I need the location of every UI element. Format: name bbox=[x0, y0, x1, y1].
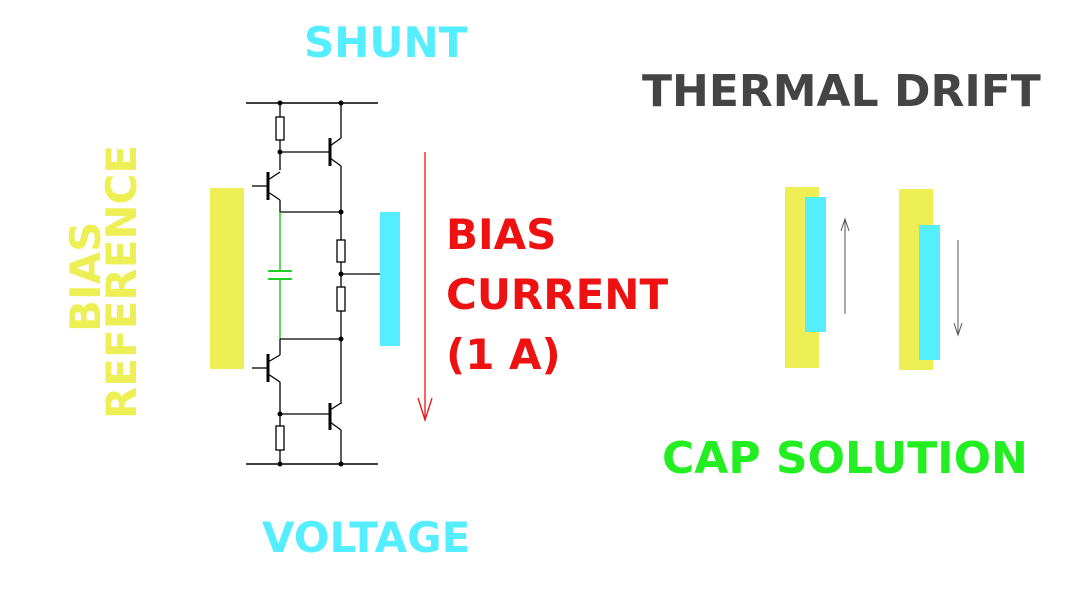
resistor bbox=[275, 116, 285, 141]
cap-solution-label: CAP SOLUTION bbox=[662, 433, 1028, 484]
shunt-label: SHUNT bbox=[304, 18, 468, 67]
bias-current-label: BIAS CURRENT (1 A) bbox=[446, 205, 668, 385]
bias-current-line3: (1 A) bbox=[446, 330, 561, 380]
bias-reference-bar bbox=[210, 188, 244, 369]
bias-current-line1: BIAS bbox=[446, 210, 557, 259]
resistor bbox=[336, 239, 346, 263]
resistor bbox=[275, 425, 285, 451]
bias-reference-line2: REFERENCE bbox=[97, 144, 146, 420]
shunt-bar-left bbox=[805, 197, 826, 332]
bias-current-line2: CURRENT bbox=[446, 270, 669, 320]
thermal-drift-title: THERMAL DRIFT bbox=[642, 66, 1041, 117]
resistor bbox=[336, 286, 346, 312]
shunt-bar-right bbox=[919, 225, 940, 360]
bias-reference-label: BIAS REFERENCE bbox=[40, 130, 160, 430]
voltage-label: VOLTAGE bbox=[262, 513, 471, 562]
shunt-voltage-bar bbox=[380, 212, 400, 346]
